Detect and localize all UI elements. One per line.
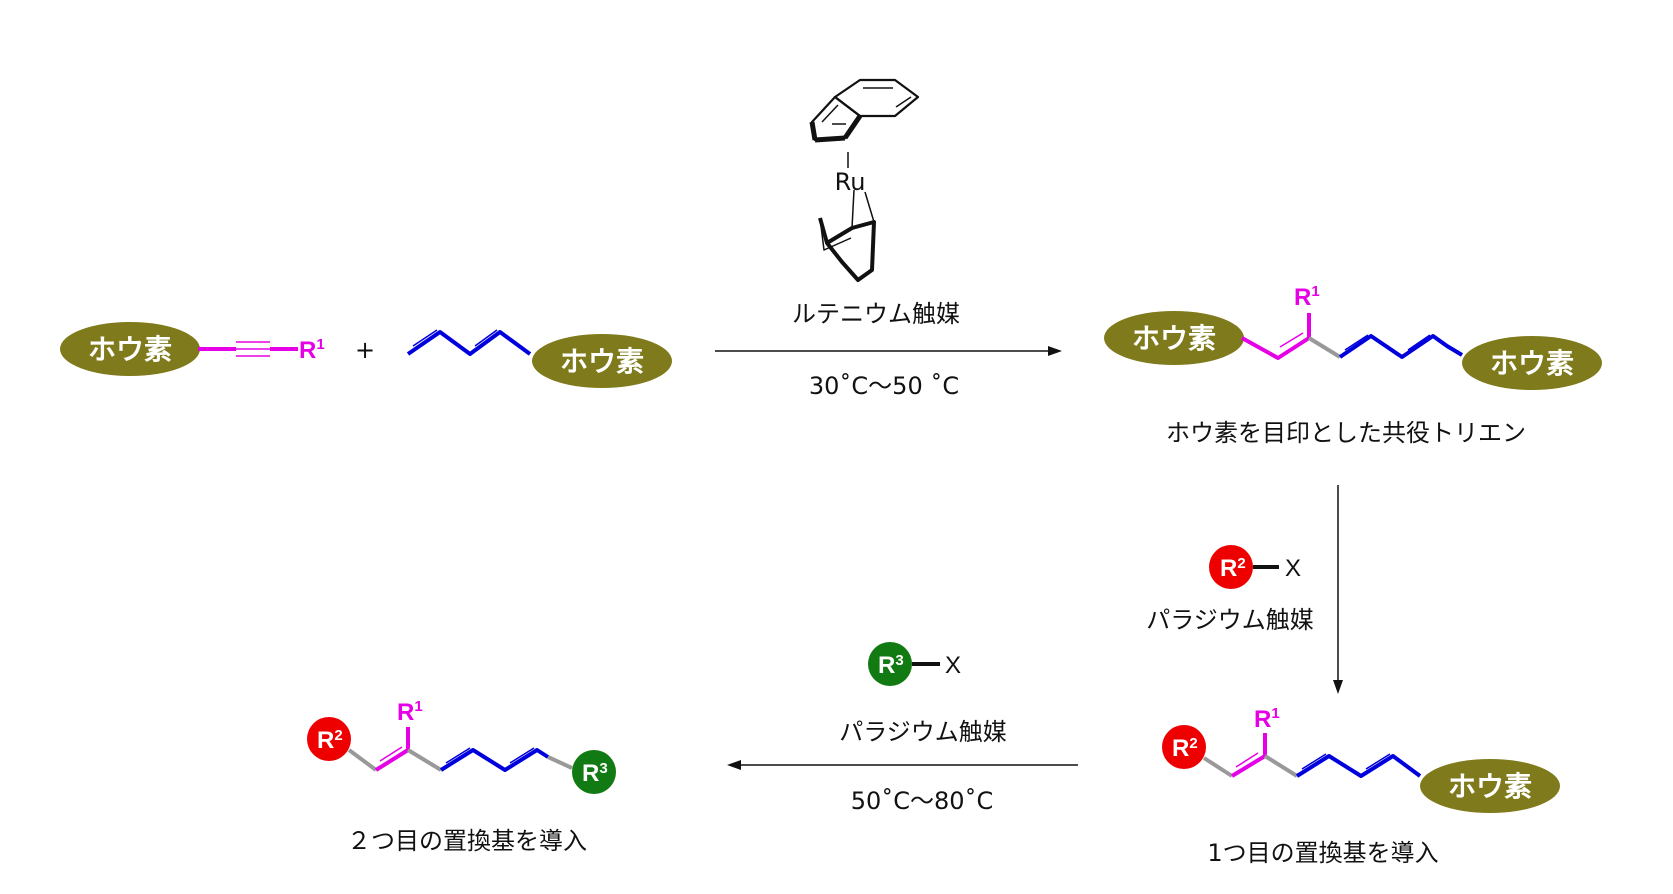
r2-label: R2 — [1220, 555, 1246, 582]
pd-catalyst-label-3: パラジウム触媒 — [839, 718, 1007, 746]
naphthalene-inner — [821, 104, 839, 123]
r3-circle — [572, 750, 616, 794]
triene-double-bond — [445, 747, 471, 764]
diene-double-bond — [474, 329, 498, 347]
boron-pill — [60, 322, 200, 376]
triene-double-bond — [1407, 334, 1431, 351]
step1-conditions: 30˚C〜50 ˚C — [809, 372, 959, 400]
r2-label: R2 — [1172, 735, 1198, 762]
ru-catalyst-label: ルテニウム触媒 — [792, 300, 960, 328]
ru-cod-bond — [851, 189, 855, 229]
triene-double-bond — [1235, 752, 1259, 768]
triene-gray-bond — [406, 748, 443, 772]
triene-blue — [439, 748, 550, 772]
leaving-group-x: X — [945, 652, 961, 679]
triene-double-bond — [1279, 332, 1304, 348]
r1-label: R1 — [299, 336, 325, 364]
boron-pill — [1462, 336, 1602, 390]
boron-label: ホウ素 — [560, 345, 644, 378]
diene-chain — [406, 330, 532, 356]
reactant-boryl-alkyne: ホウ素 R1 — [60, 322, 325, 376]
cod-ring — [819, 217, 852, 251]
r3-label: R3 — [878, 652, 904, 679]
r2-x-reagent: R2 X — [1209, 545, 1301, 589]
plus-sign: + — [355, 336, 375, 364]
triene-magenta — [374, 727, 410, 772]
leaving-group-x: X — [1285, 555, 1301, 582]
naphthalene-inner — [895, 96, 912, 108]
arrow-head — [727, 760, 741, 770]
triene-blue — [1338, 334, 1464, 359]
product-mono-substituted-triene: R2 R1 ホウ素 — [1162, 705, 1560, 813]
r2-circle — [1162, 725, 1206, 769]
ru-label: Ru — [835, 168, 866, 196]
triene-gray-bond — [1263, 754, 1299, 778]
r1-label: R1 — [1294, 283, 1320, 311]
product1-caption: ホウ素を目印とした共役トリエン — [1166, 419, 1526, 447]
step3-conditions: 50˚C〜80˚C — [851, 787, 994, 815]
boron-label: ホウ素 — [88, 333, 172, 366]
ru-cod-bond — [864, 191, 875, 223]
r3-label: R3 — [582, 760, 608, 787]
triene-magenta — [1230, 733, 1267, 778]
r2-circle — [1209, 545, 1253, 589]
r1-label: R1 — [397, 698, 423, 726]
arrow-head — [1333, 680, 1343, 694]
boron-label: ホウ素 — [1490, 347, 1574, 380]
cod-ring — [818, 217, 876, 282]
triene-double-bond — [379, 746, 403, 762]
triene-double-bond — [509, 747, 535, 764]
boron-label: ホウ素 — [1448, 770, 1532, 803]
naphthalene-bond — [842, 114, 863, 140]
diene-double-bond — [412, 329, 438, 347]
triene-gray-bond — [547, 755, 573, 770]
boron-pill — [1420, 759, 1560, 813]
arrow-head — [1048, 346, 1062, 356]
ruthenium-complex — [809, 78, 920, 282]
triene-magenta — [1241, 313, 1311, 360]
product-di-substituted-triene: R2 R1 R3 — [307, 698, 616, 794]
triene-blue — [1295, 754, 1422, 778]
product2-caption: 1つ目の置換基を導入 — [1207, 839, 1438, 867]
reactant-boryl-diene: ホウ素 — [406, 329, 672, 388]
triene-gray-bond — [347, 748, 378, 772]
naphthalene-bond — [814, 135, 846, 143]
triene-double-bond — [1344, 334, 1369, 351]
triene-double-bond — [1301, 753, 1327, 770]
r2-circle — [307, 717, 351, 761]
pd-catalyst-label-2: パラジウム触媒 — [1146, 606, 1314, 634]
naphthalene-bond — [809, 121, 818, 141]
r1-label: R1 — [1254, 705, 1280, 733]
triene-double-bond — [1365, 753, 1391, 770]
boron-pill — [532, 334, 672, 388]
r2-label: R2 — [317, 727, 343, 754]
r3-x-reagent: R3 X — [868, 642, 961, 686]
triene-gray-bond — [1307, 336, 1342, 359]
boron-pill — [1104, 311, 1244, 365]
triene-gray-bond — [1202, 756, 1234, 778]
naphthalene-ring — [833, 78, 920, 118]
boron-label: ホウ素 — [1132, 322, 1216, 355]
r3-circle — [868, 642, 912, 686]
naphthalene-ring — [810, 95, 862, 142]
product-boryl-triene: ホウ素 R1 ホウ素 — [1104, 283, 1602, 390]
product3-caption: ２つ目の置換基を導入 — [347, 827, 587, 855]
